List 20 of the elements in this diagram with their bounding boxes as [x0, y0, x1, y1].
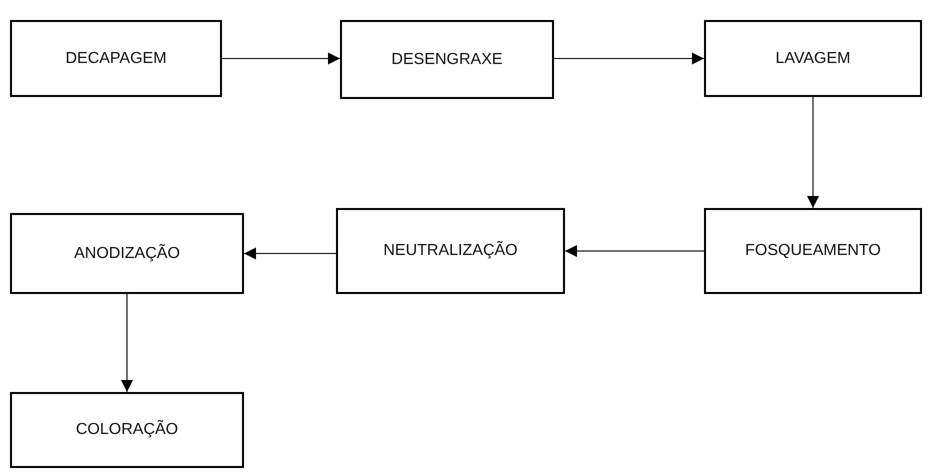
- step-label: DECAPAGEM: [65, 50, 167, 68]
- arrow: [222, 52, 340, 64]
- process-box: [704, 208, 922, 294]
- step-label: COLORAÇÃO: [76, 421, 178, 439]
- process-box: [704, 20, 922, 97]
- step-label: FOSQUEAMENTO: [745, 242, 881, 260]
- step-label: LAVAGEM: [776, 50, 850, 68]
- process-box: [10, 392, 244, 468]
- process-box: [340, 20, 554, 99]
- step-label: NEUTRALIZAÇÃO: [383, 242, 518, 260]
- process-box: [10, 20, 222, 97]
- arrow: [807, 96, 819, 208]
- arrow: [554, 52, 704, 64]
- step-label: ANODIZAÇÃO: [74, 244, 180, 262]
- arrow: [244, 248, 336, 260]
- process-box: [336, 208, 565, 294]
- arrow: [121, 294, 133, 392]
- process-box: [10, 213, 244, 294]
- arrow: [564, 245, 704, 257]
- step-label: DESENGRAXE: [391, 50, 503, 68]
